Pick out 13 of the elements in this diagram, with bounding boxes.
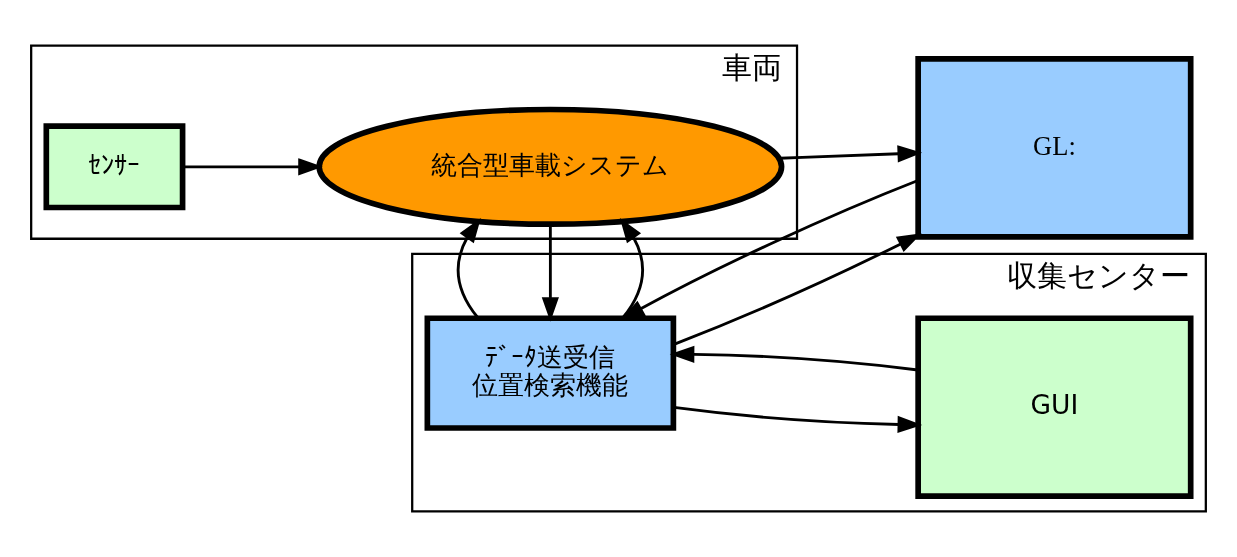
arrow — [456, 218, 481, 319]
node-box: GL: — [915, 56, 1194, 240]
arrow — [673, 233, 922, 346]
arrow — [541, 224, 559, 322]
node-box: ﾃﾞｰﾀ送受信 位置検索機能 — [424, 315, 677, 431]
node-ellipse: 統合型車載システム — [316, 106, 785, 228]
arrow — [779, 145, 923, 163]
node-box: GUI — [915, 315, 1194, 499]
arrow — [182, 158, 323, 176]
node-box: ｾﾝｻｰ — [43, 123, 186, 211]
arrow — [669, 345, 919, 372]
arrow — [673, 406, 923, 434]
arrow — [619, 218, 644, 319]
